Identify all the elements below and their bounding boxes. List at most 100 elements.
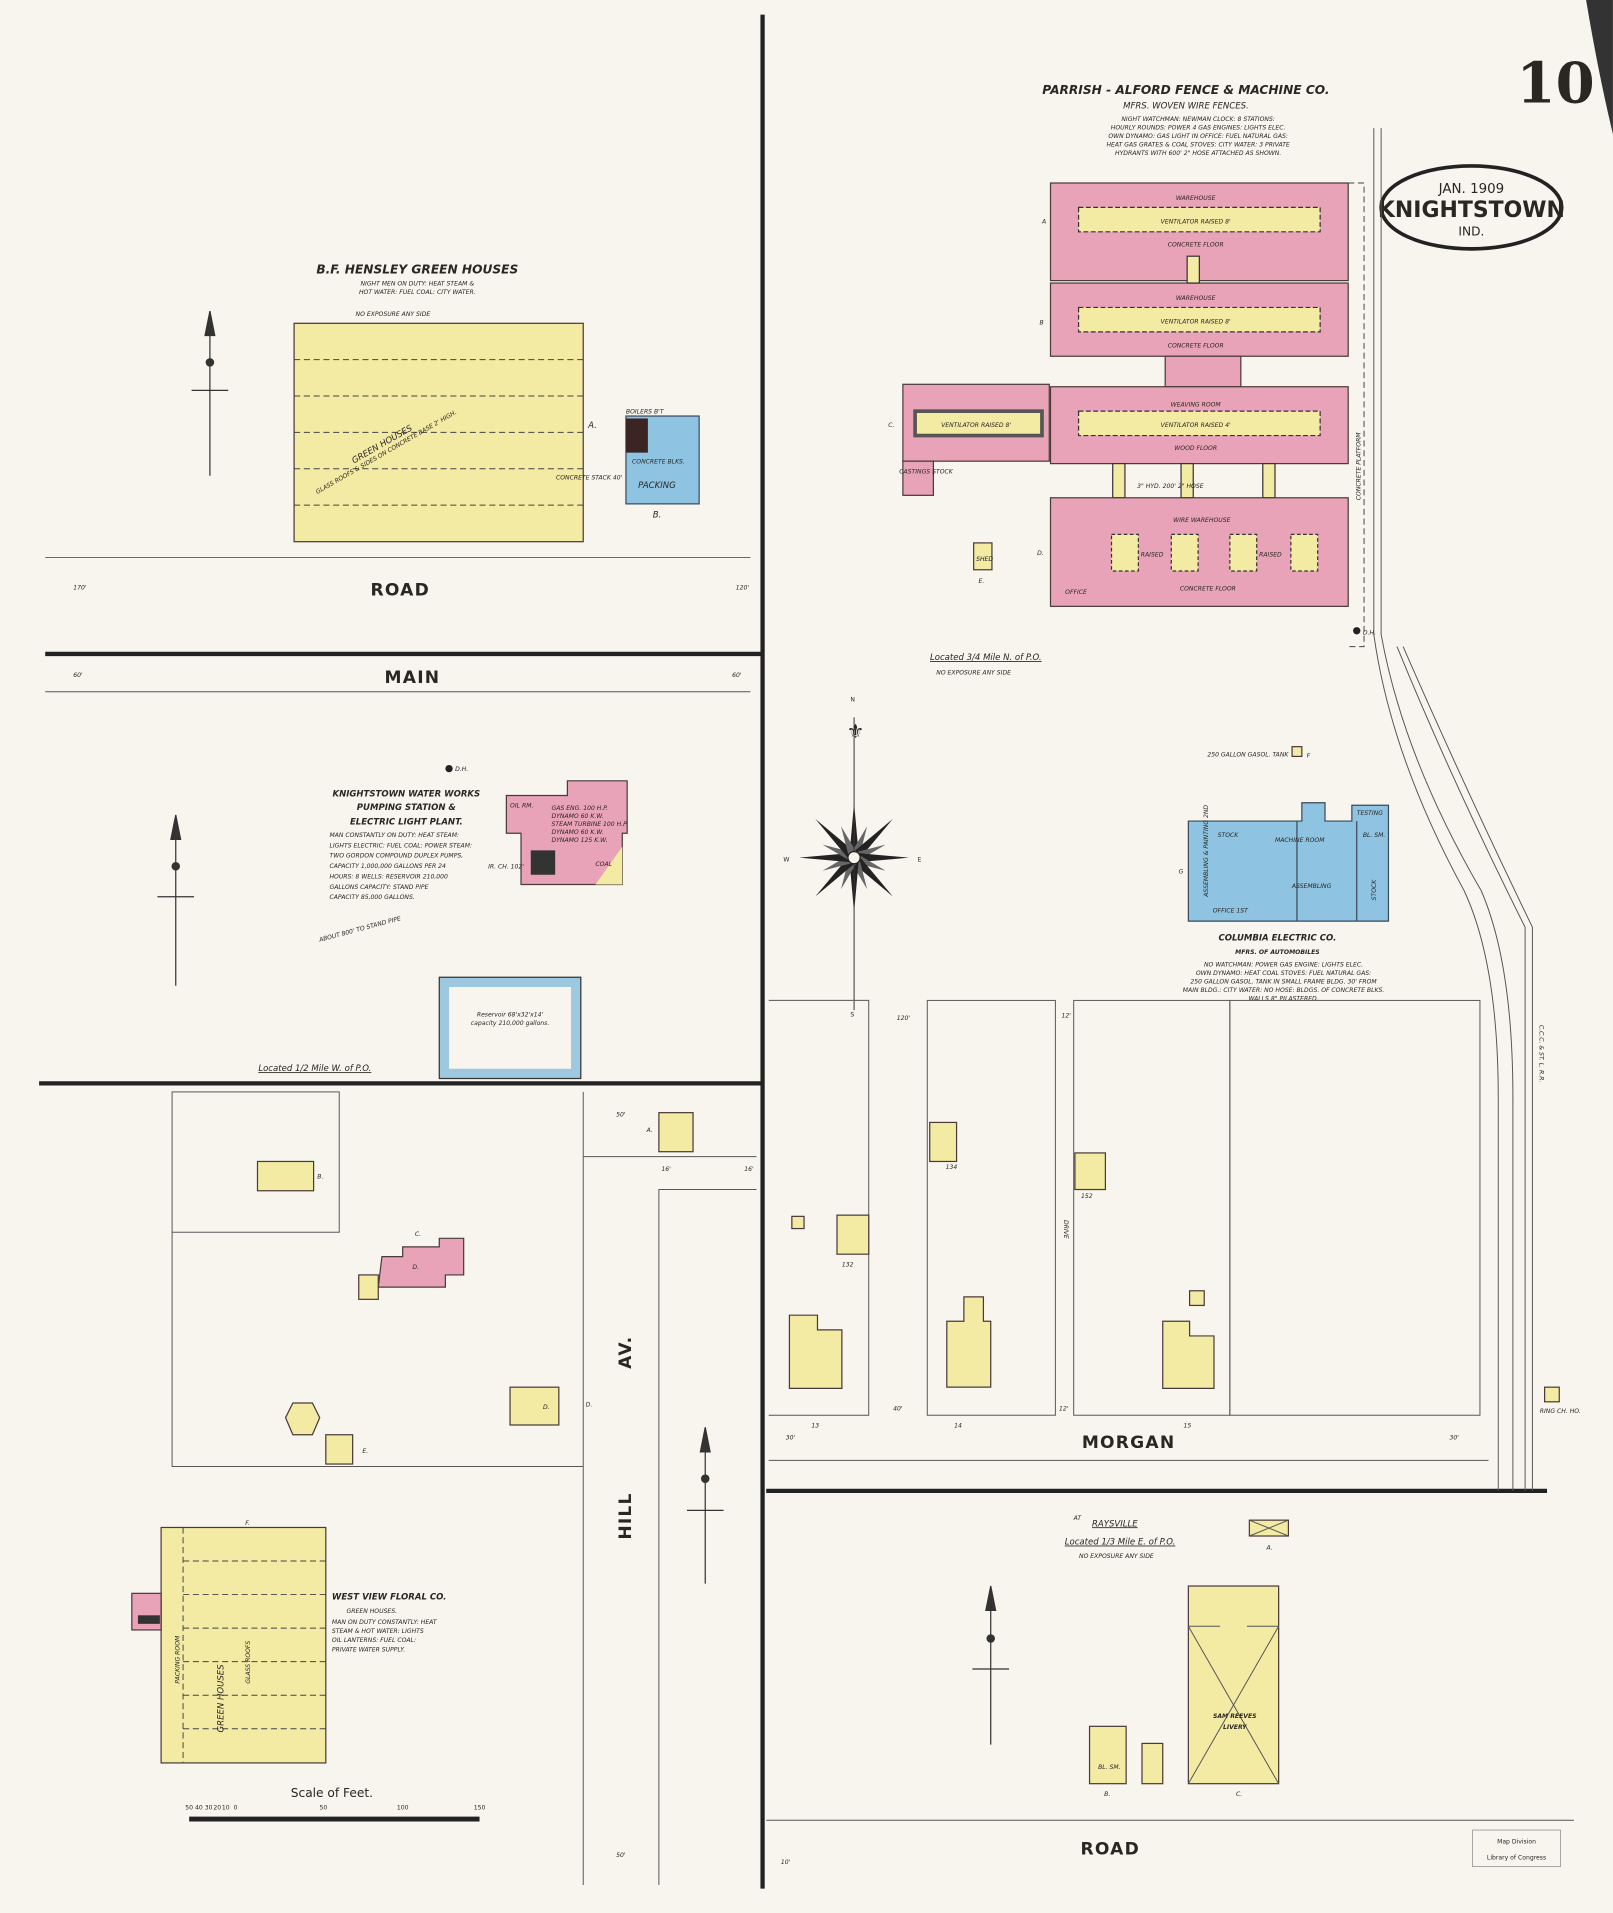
boilers xyxy=(625,418,648,453)
concrete-platform xyxy=(1348,182,1365,648)
parrish-alford-works: PARRISH - ALFORD FENCE & MACHINE CO. MFR… xyxy=(888,83,1376,677)
lot-label: B. xyxy=(317,1174,323,1181)
dwelling xyxy=(1162,1320,1215,1389)
glass-label: GLASS ROOFS xyxy=(245,1641,252,1684)
at-label: AT xyxy=(1073,1515,1083,1522)
packing-label: PACKING xyxy=(638,481,676,491)
compass-n: N xyxy=(850,697,855,704)
castings-label: CASTINGS STOCK xyxy=(899,468,954,475)
street-av: AV. xyxy=(616,1336,636,1369)
label-e: E. xyxy=(979,578,985,585)
floor-label: CONCRETE FLOOR xyxy=(1168,241,1224,248)
house-number: 132 xyxy=(842,1261,854,1268)
dwelling xyxy=(836,1214,870,1255)
brick-dwelling xyxy=(377,1237,465,1288)
hensley-title: B.F. HENSLEY GREEN HOUSES xyxy=(316,262,518,276)
machine-room-label: MACHINE ROOM xyxy=(1275,837,1325,844)
exposure-note: NO EXPOSURE ANY SIDE xyxy=(936,670,1011,677)
railroad-label: C.C.C. & ST. L. R.R. xyxy=(1538,1025,1545,1083)
house-number: 152 xyxy=(1081,1193,1093,1200)
dwelling xyxy=(658,1112,694,1153)
office-label: OFFICE 1ST xyxy=(1213,908,1249,915)
livery-label: SAM REEVES xyxy=(1213,1713,1257,1720)
scale-tick-label: 20 xyxy=(213,1804,221,1811)
raised-ventilator xyxy=(1170,533,1199,572)
note-line: CAPACITY 85,000 GALLONS. xyxy=(329,894,414,901)
page-edge-shadow xyxy=(1586,0,1613,135)
note-line: MAIN BLDG.: CITY WATER: NO HOSE: BLDGS. … xyxy=(1183,987,1385,994)
lot-label: E. xyxy=(362,1448,368,1455)
hensley-note: NIGHT MEN ON DUTY: HEAT STEAM & xyxy=(360,280,474,287)
boilers xyxy=(530,850,556,875)
dim-label: 40' xyxy=(893,1405,903,1412)
note-line: TWO GORDON COMPOUND DUPLEX PUMPS, xyxy=(329,853,463,860)
coal-label: COAL xyxy=(595,861,612,868)
packing-label: PACKING ROOM xyxy=(174,1635,181,1684)
north-arrow-icon xyxy=(191,310,229,476)
lot-label: D. xyxy=(543,1404,550,1411)
outbuilding xyxy=(1544,1386,1560,1403)
greenhouse-building xyxy=(160,1526,327,1764)
library-of-congress-stamp: Map Division Library of Congress xyxy=(1472,1829,1561,1868)
compass-rose-icon: ⚜ xyxy=(799,717,909,1011)
stamp-line: Map Division xyxy=(1497,1838,1536,1845)
dh-marker-icon xyxy=(445,764,453,773)
livery-label: LIVERY xyxy=(1223,1724,1247,1731)
ventilator-label: VENTILATOR RAISED 8' xyxy=(1161,218,1231,225)
label-c: C. xyxy=(1236,1791,1242,1798)
bl-sm-label: BL. SM. xyxy=(1363,832,1386,839)
west-view-subtitle: GREEN HOUSES. xyxy=(347,1608,398,1615)
street-road-top: ROAD xyxy=(370,580,429,600)
warehouse-label: WAREHOUSE xyxy=(1176,295,1216,302)
water-works-title: KNIGHTSTOWN WATER WORKS xyxy=(332,790,480,800)
note-line: DYNAMO 125 K.W. xyxy=(552,837,608,844)
label-a: A xyxy=(1041,218,1046,225)
dim-label: 16' xyxy=(661,1166,671,1173)
compass-center xyxy=(847,850,861,865)
dh-label: D.H. xyxy=(1363,629,1376,636)
hensley-greenhouses: B.F. HENSLEY GREEN HOUSES NIGHT MEN ON D… xyxy=(293,262,700,543)
dim-label: 120' xyxy=(736,584,750,591)
street-hill: HILL xyxy=(616,1492,636,1539)
street-morgan: MORGAN xyxy=(1082,1433,1176,1453)
reservoir-label: Reservoir 68'x32'x14' xyxy=(477,1011,544,1018)
raysville-livery: ROAD 10' AT RAYSVILLE Located 1/3 Mile E… xyxy=(766,1515,1574,1866)
ring-ch-label: RING CH. HO. xyxy=(1540,1408,1581,1415)
reservoir-inner xyxy=(449,987,572,1069)
label-c: C. xyxy=(888,422,894,429)
dwelling xyxy=(509,1386,560,1426)
north-arrow-icon xyxy=(972,1585,1010,1745)
note-line: OWN DYNAMO: GAS LIGHT IN OFFICE: FUEL NA… xyxy=(1108,133,1288,140)
shed xyxy=(973,542,993,571)
factory-building xyxy=(1187,802,1390,922)
label-d: D. xyxy=(1037,550,1044,557)
compass-point xyxy=(850,818,893,862)
street-main: MAIN xyxy=(385,668,441,688)
railroad-tracks: C.C.C. & ST. L. R.R. xyxy=(1373,128,1545,1491)
outbuilding xyxy=(325,1434,354,1465)
outbuilding xyxy=(791,1215,805,1230)
porch xyxy=(358,1274,379,1300)
scale-tick-label: 0 xyxy=(234,1804,238,1811)
parrish-subtitle: MFRS. WOVEN WIRE FENCES. xyxy=(1123,102,1249,112)
state-name: IND. xyxy=(1458,224,1484,238)
octagonal-building xyxy=(284,1402,321,1436)
location-note: Located 1/2 Mile W. of P.O. xyxy=(258,1064,371,1074)
note-line: GAS ENG. 100 H.P. xyxy=(552,805,609,812)
dim-label: 50' xyxy=(616,1111,626,1118)
ventilator xyxy=(1077,206,1321,233)
hill-av-block: HILL AV. B. C. D. D. E. D. A. 50' 16' 16… xyxy=(171,1091,757,1885)
note-line: MAN ON DUTY CONSTANTLY: HEAT xyxy=(332,1619,438,1626)
assembling-label: ASSEMBLING xyxy=(1291,883,1332,890)
morgan-block: MORGAN DRIVE RING CH. HO. 132 134 152 13… xyxy=(768,999,1581,1461)
dwelling xyxy=(946,1296,992,1388)
compass-e: E xyxy=(918,856,922,863)
warehouse-label: WAREHOUSE xyxy=(1176,195,1216,202)
blacksmith-shop xyxy=(1088,1725,1127,1785)
note-line: GALLONS CAPACITY: STAND PIPE xyxy=(329,884,428,891)
page-number: 10 xyxy=(1517,50,1595,116)
label-b: B xyxy=(1040,320,1044,327)
note-line: OWN DYNAMO: HEAT COAL STOVES: FUEL NATUR… xyxy=(1196,970,1371,977)
painting-label: ASSEMBLING & PAINTING 2ND xyxy=(1203,805,1210,898)
